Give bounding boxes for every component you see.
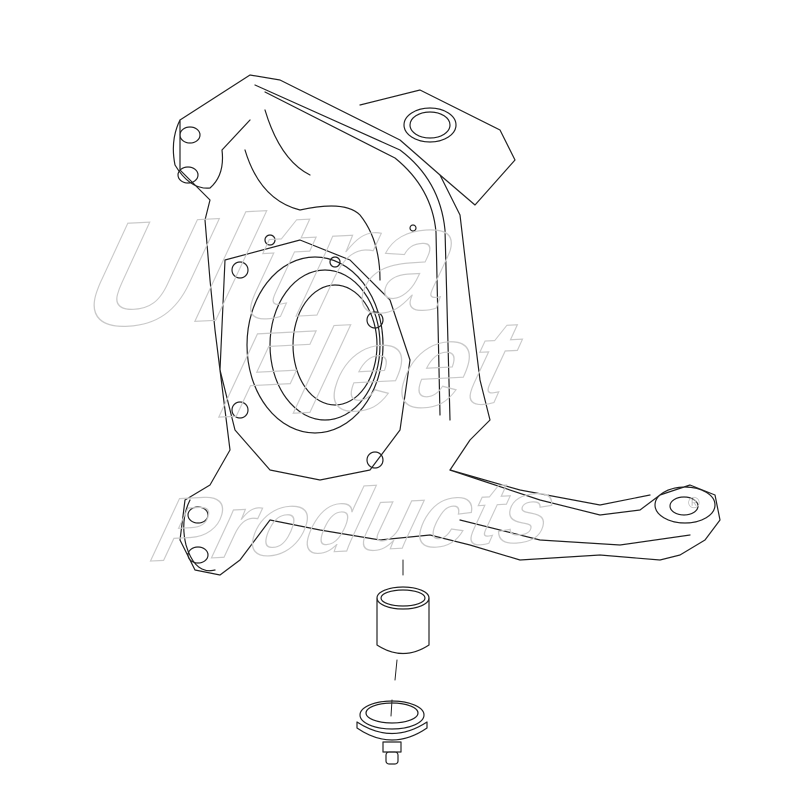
steering-knuckle (172, 74, 721, 576)
bushing (376, 586, 430, 655)
registered-mark: ® (688, 495, 700, 512)
grease-fitting (356, 699, 428, 765)
